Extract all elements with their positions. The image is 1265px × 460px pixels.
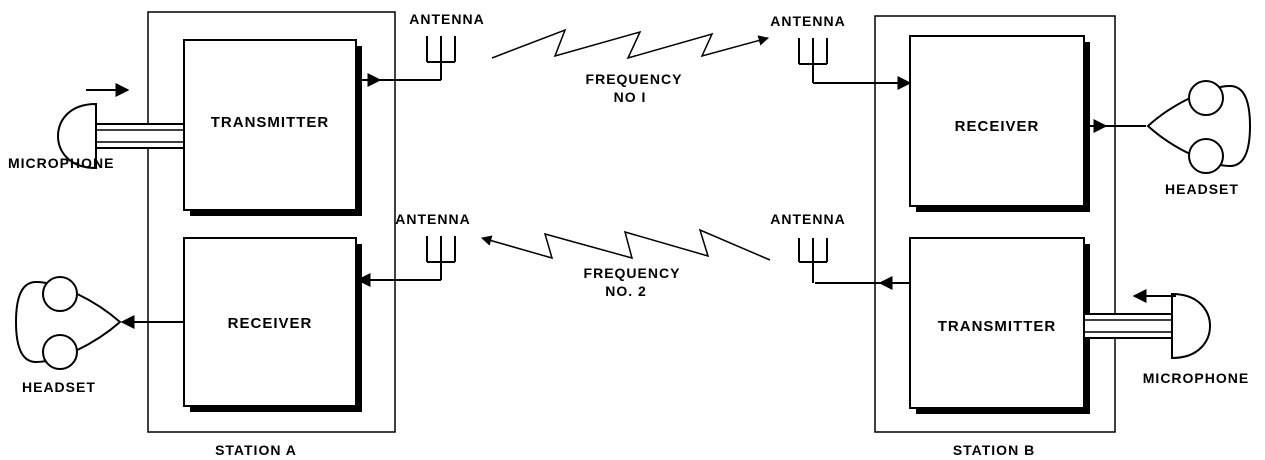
station-a-headset-label: HEADSET bbox=[22, 379, 96, 395]
frequency-2-line1: FREQUENCY bbox=[584, 265, 681, 281]
frequency-1-line2: NO I bbox=[614, 89, 647, 105]
station-b-label: STATION B bbox=[953, 442, 1035, 458]
station-a-transmitter-label: TRANSMITTER bbox=[211, 114, 330, 131]
station-a-transmitter-box bbox=[183, 39, 357, 211]
station-a-antenna-top-icon bbox=[426, 36, 456, 80]
station-a-antenna-bottom-icon bbox=[426, 236, 456, 280]
station-b-antenna-bottom-label: ANTENNA bbox=[770, 211, 845, 227]
station-a-headset-icon bbox=[14, 276, 122, 370]
station-b-transmitter-block: TRANSMITTER bbox=[909, 237, 1090, 414]
station-b-antenna-top-icon bbox=[798, 38, 828, 83]
frequency-2-line2: NO. 2 bbox=[605, 283, 647, 299]
station-b: RECEIVER TRANSMITTER ANTENNA ANTEN bbox=[770, 13, 1252, 458]
station-b-antenna-top-label: ANTENNA bbox=[770, 13, 845, 29]
station-b-receiver-block: RECEIVER bbox=[909, 35, 1090, 212]
station-a-receiver-box bbox=[183, 237, 357, 407]
station-b-transmitter-label: TRANSMITTER bbox=[938, 318, 1057, 335]
station-a-label: STATION A bbox=[215, 442, 297, 458]
frequency-1-line1: FREQUENCY bbox=[586, 71, 683, 87]
station-b-frame bbox=[874, 15, 1116, 433]
station-b-headset-label: HEADSET bbox=[1165, 181, 1239, 197]
station-a-antenna-top-label: ANTENNA bbox=[409, 11, 484, 27]
frequency-1-link: FREQUENCY NO I bbox=[491, 28, 770, 105]
station-b-receiver-label: RECEIVER bbox=[955, 118, 1040, 135]
station-b-antenna-bottom-icon bbox=[798, 238, 828, 283]
station-a-microphone-label: MICROPHONE bbox=[8, 155, 114, 171]
station-a-receiver-label: RECEIVER bbox=[228, 315, 313, 332]
station-a-transmitter-block: TRANSMITTER bbox=[183, 39, 362, 216]
station-b-transmitter-box bbox=[909, 237, 1085, 409]
frequency-1-wave bbox=[491, 28, 770, 60]
frequency-2-link: FREQUENCY NO. 2 bbox=[480, 228, 771, 299]
station-a-frame bbox=[147, 11, 396, 433]
frequency-2-wave bbox=[480, 228, 771, 261]
station-b-microphone-icon bbox=[1083, 292, 1212, 360]
station-a-receiver-block: RECEIVER bbox=[183, 237, 362, 412]
station-b-receiver-box bbox=[909, 35, 1085, 207]
station-b-headset-icon bbox=[1146, 80, 1252, 174]
station-a: TRANSMITTER RECEIVER MICROPHONE HEADSET bbox=[8, 11, 484, 458]
station-a-antenna-bottom-label: ANTENNA bbox=[395, 211, 470, 227]
station-a-microphone-icon bbox=[56, 102, 185, 170]
station-b-microphone-label: MICROPHONE bbox=[1143, 370, 1249, 386]
